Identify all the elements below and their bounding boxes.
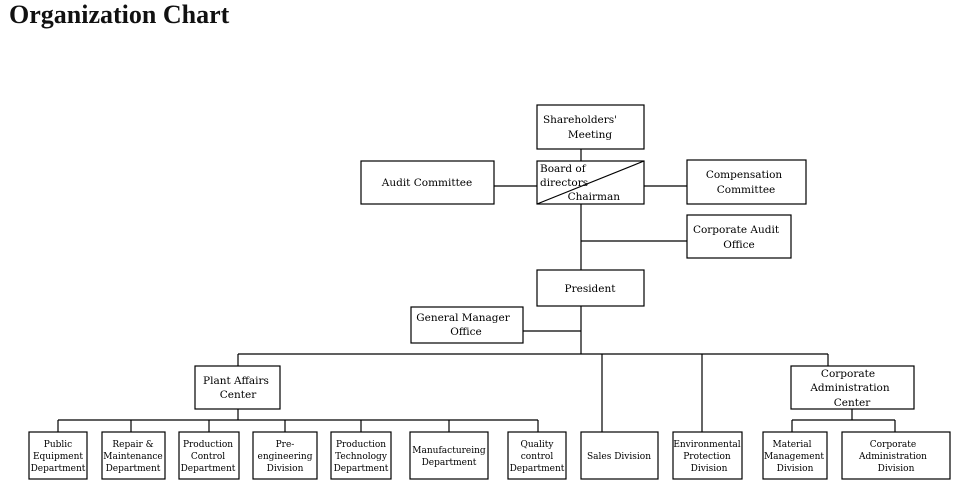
public-equipment-label-3: Department (31, 464, 86, 474)
board-chairman-box: Board of directors Chairman (536, 160, 645, 205)
production-control-label-2: Control (191, 452, 225, 462)
public-equipment-label-1: Public (44, 440, 72, 450)
corp-admin-div-label-1: Corporate (870, 440, 916, 450)
shareholders-label-1: Shareholders' (543, 114, 617, 126)
compensation-committee-box: Compensation Committee (686, 159, 807, 205)
production-control-label-3: Department (181, 464, 236, 474)
material-label-2: Management (764, 452, 824, 462)
repair-label-3: Department (106, 464, 161, 474)
gm-office-label-1: General Manager (416, 312, 511, 324)
production-technology-department-box: Production Technology Department (330, 431, 392, 480)
manufacturing-label-1: Manufactureing (412, 446, 486, 456)
sales-division-box: Sales Division (580, 431, 659, 480)
repair-label-2: Maintenance (103, 452, 163, 462)
material-label-3: Division (777, 464, 814, 474)
president-label: President (565, 283, 617, 295)
material-management-division-box: Material Management Division (762, 431, 828, 480)
corp-admin-div-label-3: Division (878, 464, 915, 474)
corporate-audit-label-1: Corporate Audit (693, 224, 780, 236)
compensation-label-2: Committee (717, 184, 776, 196)
repair-maintenance-department-box: Repair & Maintenance Department (101, 431, 166, 480)
quality-control-department-box: Quality control Department (507, 431, 567, 480)
plant-affairs-label-2: Center (220, 389, 257, 401)
environmental-label-1: Environmental (673, 440, 740, 450)
environmental-label-3: Division (691, 464, 728, 474)
corp-admin-center-label-1: Corporate (821, 368, 875, 380)
quality-label-2: control (521, 452, 554, 462)
repair-label-1: Repair & (112, 440, 153, 450)
production-control-label-1: Production (183, 440, 233, 450)
public-equipment-department-box: Public Equipment Department (28, 431, 88, 480)
corp-admin-center-label-2: Administration (809, 382, 890, 394)
president-box: President (536, 269, 645, 307)
shareholders-meeting-box: Shareholders' Meeting (536, 104, 645, 150)
gm-office-label-2: Office (450, 326, 482, 338)
audit-committee-label: Audit Committee (381, 177, 472, 189)
compensation-label-1: Compensation (706, 169, 783, 181)
plant-affairs-center-box: Plant Affairs Center (194, 365, 281, 410)
production-tech-label-1: Production (336, 440, 386, 450)
material-label-1: Material (773, 440, 812, 450)
page-title: Organization Chart (9, 0, 230, 29)
corporate-administration-division-box: Corporate Administration Division (841, 431, 951, 480)
production-control-department-box: Production Control Department (178, 431, 240, 480)
pre-engineering-label-3: Division (267, 464, 304, 474)
corp-admin-center-label-3: Center (834, 397, 871, 409)
plant-affairs-label-1: Plant Affairs (203, 375, 269, 387)
board-label-1: Board of (540, 163, 587, 175)
quality-label-3: Department (510, 464, 565, 474)
corporate-audit-office-box: Corporate Audit Office (686, 214, 792, 259)
public-equipment-label-2: Equipment (33, 452, 83, 462)
pre-engineering-label-1: Pre- (276, 440, 295, 450)
shareholders-label-2: Meeting (568, 129, 613, 141)
manufacturing-department-box: Manufactureing Department (409, 431, 489, 480)
environmental-label-2: Protection (683, 452, 731, 462)
pre-engineering-label-2: engineering (258, 452, 313, 462)
environmental-protection-division-box: Environmental Protection Division (672, 431, 743, 480)
audit-committee-box: Audit Committee (360, 160, 495, 205)
quality-label-1: Quality (521, 440, 555, 450)
board-label-2: directors (540, 177, 588, 189)
production-tech-label-3: Department (334, 464, 389, 474)
production-tech-label-2: Technology (335, 452, 388, 462)
chairman-label: Chairman (568, 191, 621, 203)
general-manager-office-box: General Manager Office (410, 306, 524, 344)
corporate-audit-label-2: Office (723, 239, 755, 251)
connector-lines (57, 149, 896, 432)
corporate-administration-center-box: Corporate Administration Center (790, 365, 915, 410)
corp-admin-div-label-2: Administration (858, 452, 927, 462)
pre-engineering-division-box: Pre- engineering Division (252, 431, 318, 480)
manufacturing-label-2: Department (422, 458, 477, 468)
sales-label: Sales Division (587, 452, 651, 462)
